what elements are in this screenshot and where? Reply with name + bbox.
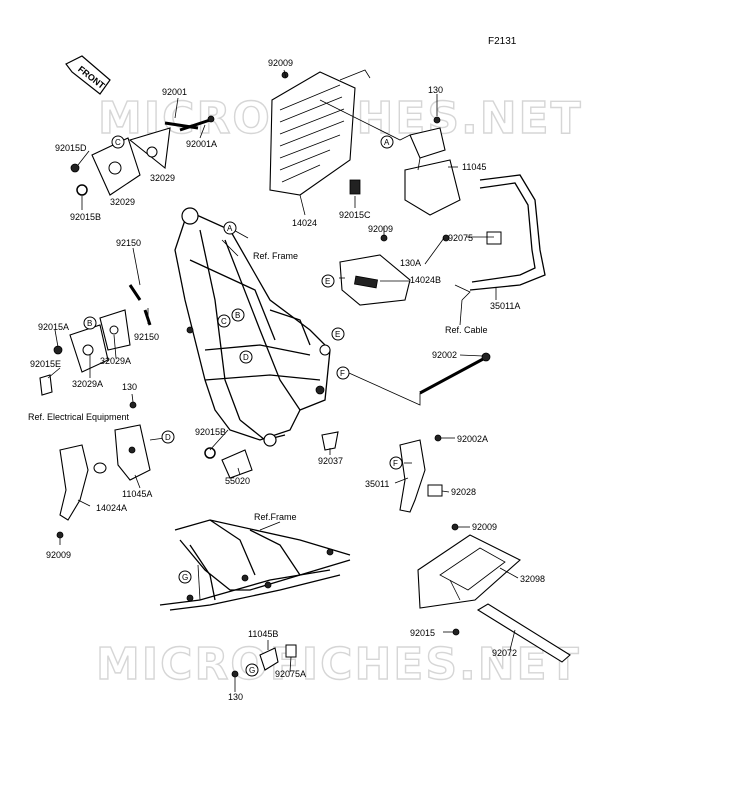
tray-32098 xyxy=(417,523,521,636)
part-label-14024A: 14024A xyxy=(96,503,127,513)
part-label-55020: 55020 xyxy=(225,476,250,486)
leader-lines xyxy=(47,69,519,692)
part-label-32098: 32098 xyxy=(520,574,545,584)
callout-e-2: E xyxy=(325,277,330,286)
callout-a-2: A xyxy=(384,138,390,147)
part-label-35011: 35011 xyxy=(365,479,389,489)
part-label-92072: 92072 xyxy=(492,648,517,658)
part-label-32029-a: 32029 xyxy=(150,173,175,183)
part-label-92002: 92002 xyxy=(432,350,457,360)
part-labels: 92009 92001 92001A 92015D 32029 32029 92… xyxy=(30,58,545,702)
part-label-130-bottom: 130 xyxy=(228,692,243,702)
part-label-35011A: 35011A xyxy=(490,301,520,311)
bracket-11045A xyxy=(114,401,151,481)
part-label-92075: 92075 xyxy=(448,233,473,243)
part-label-92015: 92015 xyxy=(410,628,435,638)
part-label-11045A: 11045A xyxy=(122,489,152,499)
part-label-14024B: 14024B xyxy=(410,275,441,285)
part-label-92075A: 92075A xyxy=(275,669,306,679)
ref-electrical-label: Ref. Electrical Equipment xyxy=(28,412,130,422)
bracket-11045 xyxy=(404,116,461,216)
callout-b-2: B xyxy=(87,319,92,328)
part-label-130A: 130A xyxy=(400,258,421,268)
part-label-92009-mid: 92009 xyxy=(368,224,393,234)
part-label-92015E: 92015E xyxy=(30,359,61,369)
diagram-code: F2131 xyxy=(488,36,517,47)
part-label-92009-right: 92009 xyxy=(472,522,497,532)
watermark-bottom: MICROFICHES.NET xyxy=(96,639,581,690)
part-label-92015C: 92015C xyxy=(339,210,371,220)
main-frame xyxy=(174,207,331,447)
callout-c-1: C xyxy=(115,138,121,147)
front-arrow-icon: FRONT xyxy=(65,55,111,95)
part-label-92015B-mid: 92015B xyxy=(195,427,226,437)
part-label-92037: 92037 xyxy=(318,456,343,466)
bracket-35011 xyxy=(399,434,443,513)
part-label-11045B: 11045B xyxy=(248,629,278,639)
callout-a-1: A xyxy=(227,224,233,233)
callout-e-1: E xyxy=(335,330,340,339)
part-label-130-left: 130 xyxy=(122,382,137,392)
part-label-92015A: 92015A xyxy=(38,322,69,332)
cover-14024A xyxy=(56,444,107,539)
plate-32029A xyxy=(39,284,152,396)
cover-14024B xyxy=(339,234,450,306)
part-label-14024: 14024 xyxy=(292,218,317,228)
callout-g-2: G xyxy=(249,666,255,675)
bolt-92001 xyxy=(164,115,215,132)
sub-frame xyxy=(159,519,351,611)
part-label-32029A-a: 32029A xyxy=(100,356,131,366)
cover-14024 xyxy=(269,69,371,196)
callout-markers: A A C C B B D D E E F F G G xyxy=(83,135,403,677)
ref-cable-label: Ref. Cable xyxy=(445,325,488,335)
callout-c-2: C xyxy=(221,317,227,326)
part-label-32029A-b: 32029A xyxy=(72,379,103,389)
callout-f-1: F xyxy=(340,369,345,378)
part-label-92009-top: 92009 xyxy=(268,58,293,68)
part-label-92150-b: 92150 xyxy=(134,332,159,342)
ref-frame-label: Ref. Frame xyxy=(253,251,298,261)
ref-subframe-label: Ref.Frame xyxy=(254,512,297,522)
callout-f-2: F xyxy=(393,459,398,468)
callout-d-1: D xyxy=(243,353,249,362)
callout-b-1: B xyxy=(235,311,240,320)
part-label-92009-left: 92009 xyxy=(46,550,71,560)
bolt-92002 xyxy=(419,352,491,395)
part-label-92028: 92028 xyxy=(451,487,476,497)
part-label-92015B-top: 92015B xyxy=(70,212,101,222)
part-label-92001: 92001 xyxy=(162,87,187,97)
part-label-92001A: 92001A xyxy=(186,139,217,149)
callout-g-1: G xyxy=(182,573,188,582)
part-label-32029-b: 32029 xyxy=(110,197,135,207)
part-label-92150-a: 92150 xyxy=(116,238,141,248)
handle-35011A xyxy=(469,174,546,291)
part-label-92002A: 92002A xyxy=(457,434,488,444)
callout-d-2: D xyxy=(165,433,171,442)
part-label-130-top: 130 xyxy=(428,85,443,95)
part-label-11045: 11045 xyxy=(462,162,486,172)
part-label-92015D: 92015D xyxy=(55,143,87,153)
